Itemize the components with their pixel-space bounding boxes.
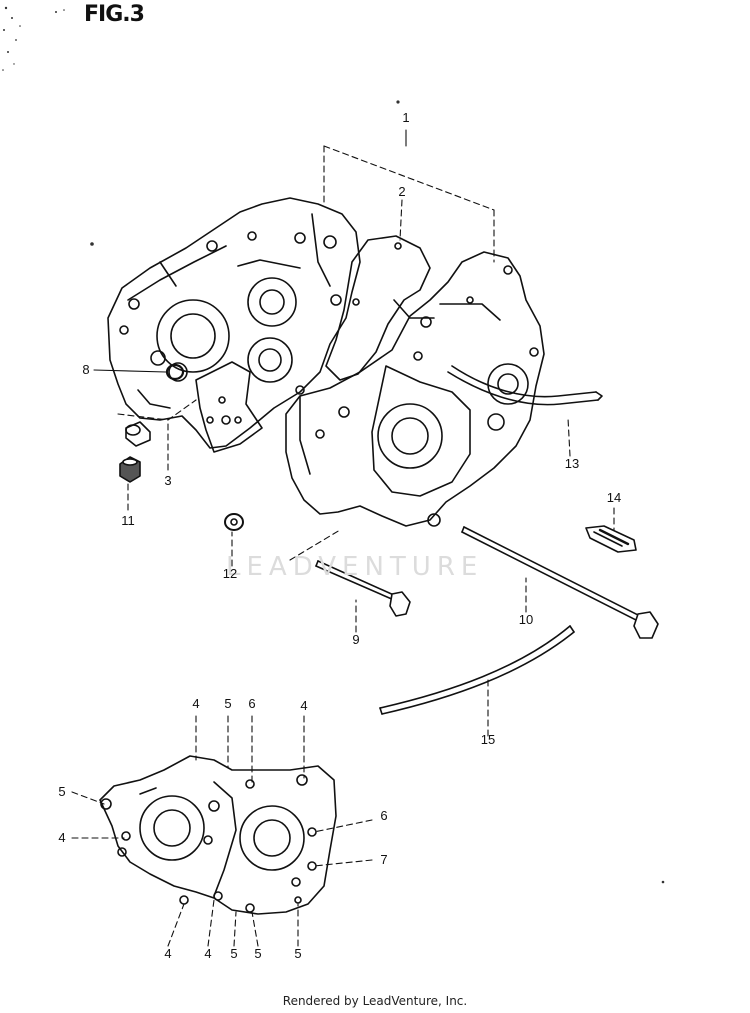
part-3-dowel <box>125 421 151 447</box>
callout-12: 12 <box>222 566 238 581</box>
crankcase-gasket <box>325 235 431 381</box>
callout-lower-top-5: 5 <box>224 696 232 711</box>
watermark: LEADVENTURE <box>226 552 484 582</box>
callout-lower-right-6: 6 <box>380 808 388 823</box>
callout-lower-left-4: 4 <box>58 830 66 845</box>
lower-crankcase-view <box>99 755 337 915</box>
callout-lower-bottom-4b: 4 <box>204 946 212 961</box>
callout-13: 13 <box>564 456 580 471</box>
part-10-long-bolt <box>461 526 659 639</box>
scan-speckle <box>2 6 665 884</box>
callout-lower-top-4a: 4 <box>192 696 200 711</box>
figure-title: FIG.3 <box>84 2 145 27</box>
callout-14: 14 <box>606 490 622 505</box>
callout-8: 8 <box>82 362 90 377</box>
callout-lower-top-6: 6 <box>248 696 256 711</box>
callout-11: 11 <box>121 513 135 528</box>
callout-2: 2 <box>398 184 406 199</box>
part-9-bolt <box>315 560 411 617</box>
callout-lower-bottom-4a: 4 <box>164 946 172 961</box>
part-14-clamp <box>585 525 637 553</box>
part-12-washer <box>224 513 244 531</box>
leader-lines <box>71 129 615 947</box>
callout-lower-bottom-5b: 5 <box>254 946 262 961</box>
callout-lower-bottom-5c: 5 <box>294 946 302 961</box>
callout-lower-right-7: 7 <box>380 852 388 867</box>
part-13-hose <box>447 365 603 406</box>
part-11-nut <box>119 456 141 483</box>
crankcase-right-half <box>285 251 545 527</box>
part-15-hose <box>379 625 575 715</box>
part-8-o-ring <box>165 363 185 381</box>
crankcase-left-half <box>107 197 361 453</box>
callout-1: 1 <box>402 110 410 125</box>
callout-lower-bottom-5a: 5 <box>230 946 238 961</box>
callout-10: 10 <box>518 612 534 627</box>
callout-9: 9 <box>352 632 360 647</box>
callout-3: 3 <box>164 473 172 488</box>
callout-lower-top-4b: 4 <box>300 698 308 713</box>
footer-credit: Rendered by LeadVenture, Inc. <box>282 994 468 1008</box>
callout-lower-left-5: 5 <box>58 784 66 799</box>
callout-15: 15 <box>480 732 496 747</box>
